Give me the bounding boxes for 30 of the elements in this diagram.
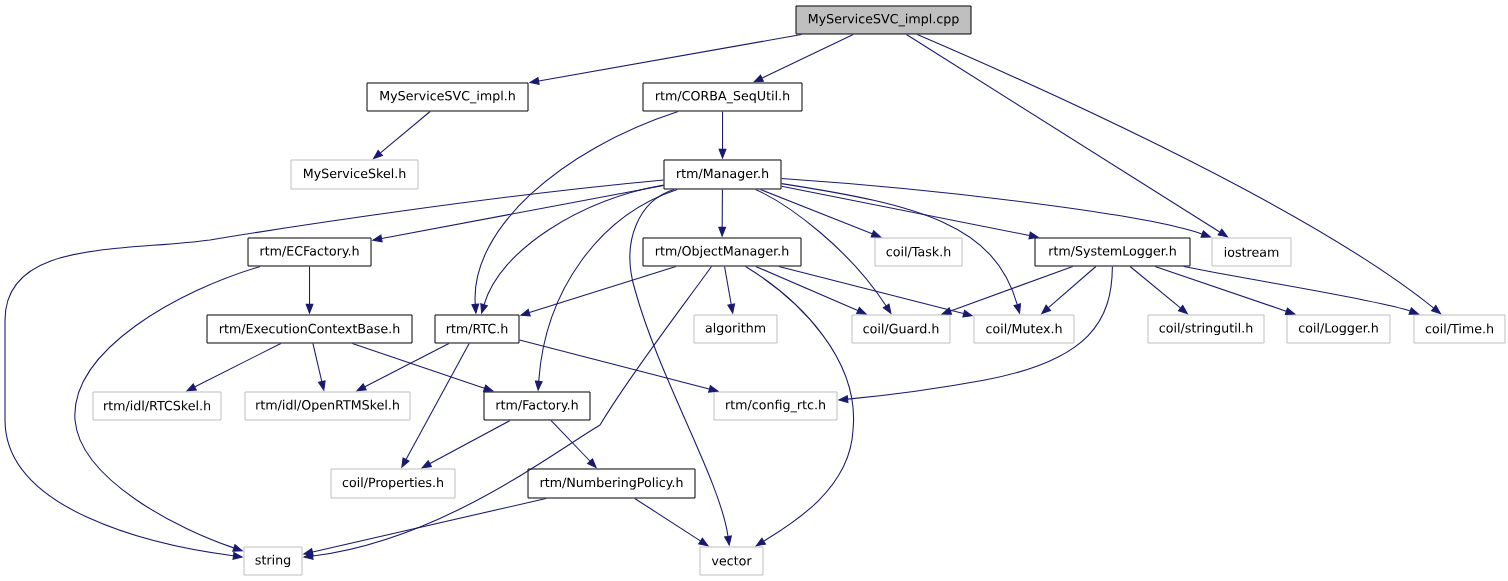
file-box: string [243,546,303,576]
file-box: coil/Guard.h [851,314,951,344]
file-box: rtm/SystemLogger.h [1034,237,1191,267]
file-box: rtm/ECFactory.h [247,237,372,267]
file-box: vector [699,546,764,576]
file-box: coil/Logger.h [1286,314,1391,344]
file-box: coil/Task.h [874,237,963,267]
file-box: rtm/NumberingPolicy.h [527,468,696,499]
file-box: algorithm [693,314,778,344]
file-box: rtm/config_rtc.h [713,391,838,421]
file-box: rtm/ObjectManager.h [642,237,802,267]
arrow [1154,265,1296,315]
file-box: coil/Properties.h [330,468,456,499]
file-box: iostream [1211,237,1292,267]
file-box: MyServiceSVC_impl.cpp [795,5,972,35]
file-box: rtm/ExecutionContextBase.h [206,314,413,344]
file-box: coil/Mutex.h [973,314,1075,344]
file-box: rtm/Manager.h [663,159,782,190]
file-box: MyServiceSkel.h [290,159,419,190]
file-box: MyServiceSVC_impl.h [366,82,529,112]
file-box: rtm/CORBA_SeqUtil.h [642,82,803,112]
file-box: coil/stringutil.h [1147,314,1265,344]
file-box: rtm/RTC.h [434,314,520,344]
file-box: coil/Time.h [1413,314,1506,344]
file-box: rtm/Factory.h [483,391,591,421]
arrow [745,265,854,547]
arrow [74,265,261,552]
file-box: rtm/idl/RTCSkel.h [92,391,222,421]
file-box: rtm/idl/OpenRTMSkel.h [244,391,411,421]
arrow [4,179,665,560]
